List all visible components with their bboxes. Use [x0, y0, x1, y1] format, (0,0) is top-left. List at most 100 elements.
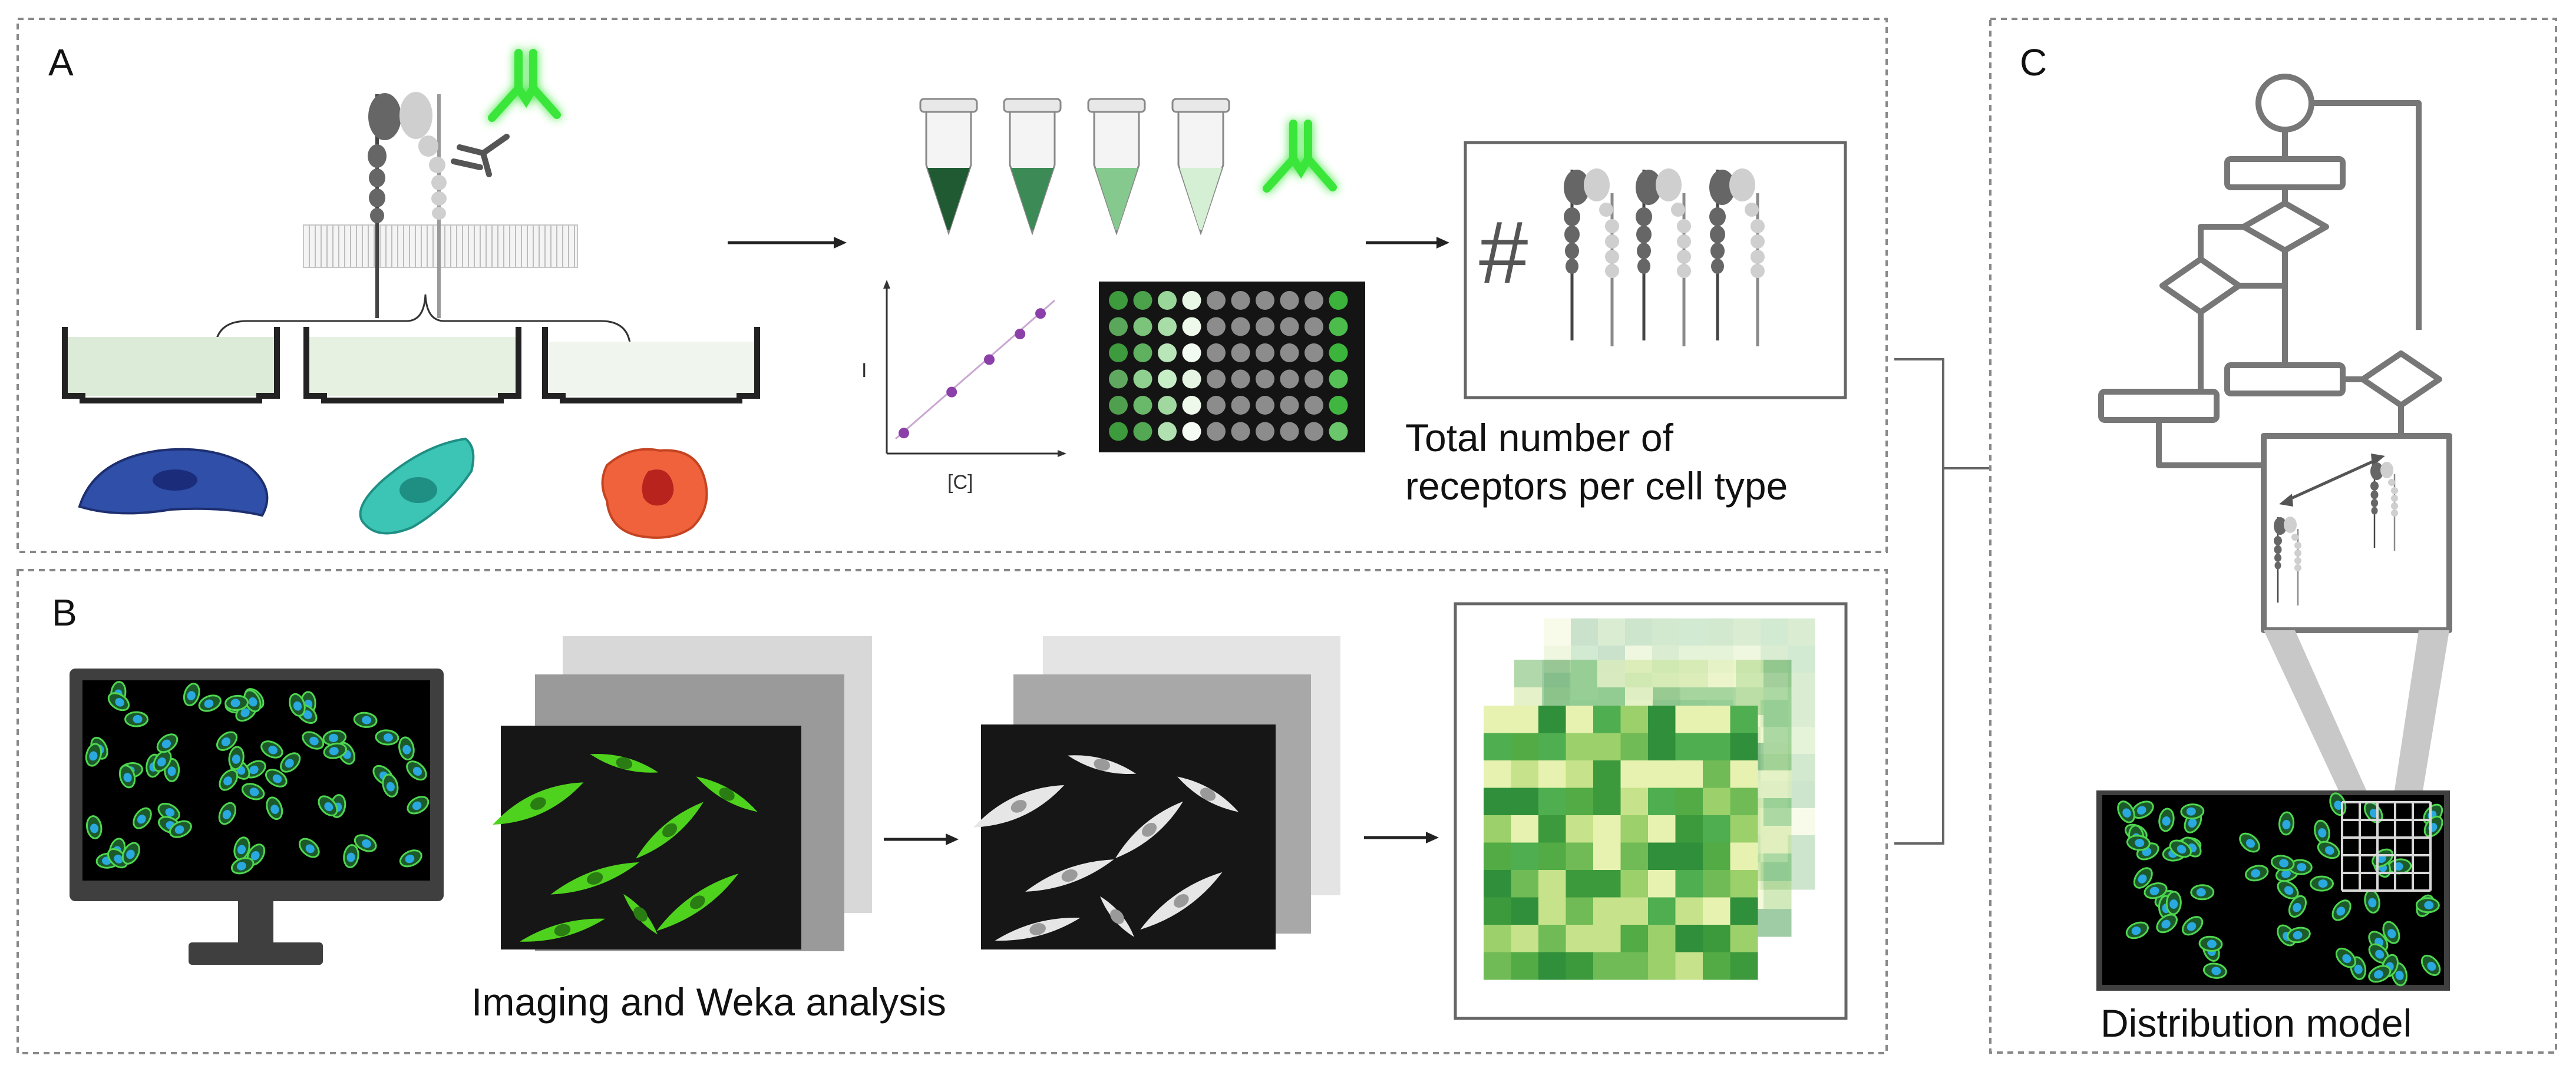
plate-well	[1182, 396, 1201, 415]
receptor-domain-dark	[1636, 170, 1662, 205]
fluorescent-cell	[2239, 832, 2260, 853]
cell-nucleus	[405, 854, 415, 863]
tube-icon	[1003, 98, 1062, 236]
heatmap-cell	[1620, 897, 1649, 925]
plate-well	[1207, 343, 1226, 362]
receptor-domain-light	[2294, 550, 2301, 557]
fluorescent-cell	[2117, 800, 2135, 823]
cell-nucleus	[2251, 869, 2261, 878]
heatmap-cell	[1652, 618, 1680, 646]
receptor-domain-dark	[1636, 207, 1652, 226]
cell-nucleus	[230, 699, 240, 707]
plate-well	[1280, 396, 1299, 415]
spindle-cell	[1100, 896, 1134, 937]
fluorescent-cell	[2288, 895, 2307, 918]
heatmap-cell	[1484, 897, 1511, 925]
heatmap-cell	[1730, 952, 1758, 980]
heatmap-cell	[1593, 952, 1621, 980]
receptor-domain-light	[2391, 502, 2398, 509]
cell-nucleus	[719, 788, 735, 801]
heatmap-cell	[1511, 952, 1539, 980]
cell-nucleus	[249, 788, 259, 796]
cell-nucleus	[2318, 879, 2328, 888]
tube-liquid	[1180, 168, 1222, 230]
flow-arrow	[884, 833, 959, 845]
plate-well	[1109, 422, 1128, 441]
fluorescent-cell	[2270, 855, 2295, 871]
fluorescent-cell	[2169, 839, 2192, 858]
plate-well	[1158, 343, 1177, 362]
fluorescent-cell	[198, 694, 222, 712]
cell-nucleus	[2169, 899, 2178, 909]
heatmap-cell	[1788, 754, 1815, 782]
fluorescent-cell	[121, 842, 140, 865]
cell-nucleus	[1200, 788, 1216, 801]
heatmap-cell	[1648, 733, 1676, 761]
plate-well	[1231, 369, 1250, 389]
tube-cap	[1003, 98, 1062, 113]
heatmap-cell	[1511, 870, 1539, 898]
heatmap-cell	[1625, 660, 1653, 688]
heatmap-cell	[1620, 842, 1649, 871]
heatmap-cell	[1538, 952, 1566, 980]
fluorescent-cell	[2126, 835, 2151, 851]
heatmap-cell	[1648, 870, 1676, 898]
cell-nucleus	[346, 852, 355, 862]
fluorescent-cell	[2144, 882, 2168, 899]
heatmap-cell	[1566, 870, 1594, 898]
fluorescent-cell	[289, 693, 306, 717]
well-plate-icon	[1099, 282, 1365, 452]
cell-nucleus	[1110, 909, 1124, 924]
cell-nucleus	[305, 844, 315, 853]
cell-nucleus	[412, 767, 422, 776]
fluorescent-cell	[2131, 800, 2154, 819]
distribution-image	[2096, 790, 2450, 991]
curve-point	[899, 428, 909, 439]
fluorescent-cell	[133, 807, 152, 829]
spindle-cell	[696, 776, 758, 812]
plate-well	[1207, 369, 1226, 389]
panel-a-caption-line2: receptors per cell type	[1405, 464, 1788, 508]
heatmap-cell	[1679, 673, 1707, 700]
plate-well	[1109, 396, 1128, 415]
heatmap-cell	[1566, 842, 1594, 871]
plate-well	[1158, 422, 1177, 441]
heatmap-cell	[1763, 853, 1792, 882]
heatmap-cell	[1763, 715, 1792, 743]
receptor-domain-light	[1605, 250, 1619, 264]
panel-a-caption-line1: Total number of	[1405, 416, 1674, 459]
heatmap-cell	[1566, 733, 1594, 761]
spindle-cell	[493, 782, 584, 825]
plate-well	[1133, 343, 1152, 362]
heatmap-cell	[1514, 660, 1543, 688]
heatmap-cell	[1730, 897, 1758, 925]
cell-nucleus	[2131, 927, 2141, 935]
plate-well	[1182, 422, 1201, 441]
heatmap-cell	[1679, 646, 1707, 673]
fluorescent-cell	[2313, 819, 2330, 844]
cell-nucleus	[530, 797, 546, 810]
heatmap-cell	[1593, 788, 1621, 816]
flow-arrow	[1364, 832, 1439, 843]
cell-nucleus	[402, 745, 411, 755]
heatmap-cell	[1703, 815, 1730, 843]
fluorescent-cell	[169, 820, 192, 838]
cell-nucleus	[2207, 939, 2217, 948]
antibody-icon	[451, 134, 510, 177]
heatmap-cell	[1571, 673, 1599, 700]
heatmap-cell	[1730, 733, 1758, 761]
heatmap-cell	[1763, 798, 1792, 826]
heatmap-cell	[1675, 788, 1703, 816]
receptor-domain-light	[1605, 219, 1619, 233]
heatmap-cell	[1763, 826, 1792, 854]
heatmap-cell	[1620, 788, 1649, 816]
receptor-domain-dark	[2274, 561, 2281, 570]
fluorescent-cell	[2133, 867, 2153, 889]
receptor-domain-dark	[1566, 259, 1578, 274]
heatmap-layer	[1484, 706, 1758, 980]
receptor-domain-dark	[2371, 499, 2378, 507]
cell-nucleus	[2281, 869, 2291, 878]
fluorescent-cell	[219, 769, 239, 791]
fluorescent-cell	[2278, 811, 2295, 836]
connector-bracket	[1894, 358, 1992, 845]
